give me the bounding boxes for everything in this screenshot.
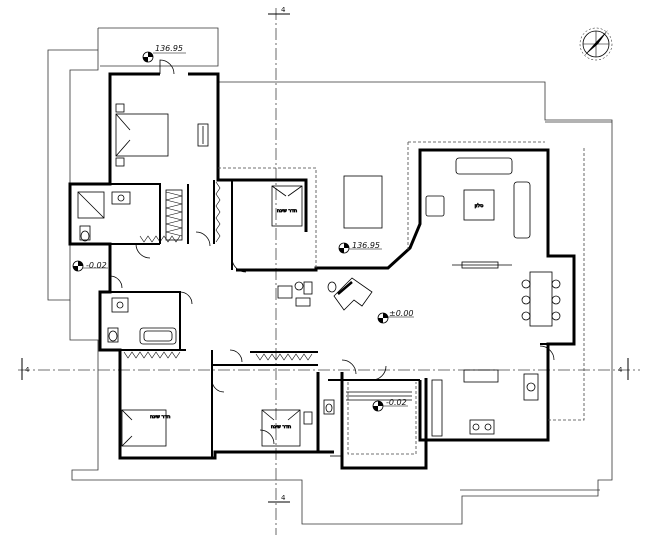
- living-room: סלון: [343, 157, 561, 437]
- axis-marker-right: 4: [618, 358, 629, 380]
- level-marker-main: ±0.00: [377, 309, 414, 324]
- bedroom-mid: חדר שינה: [271, 185, 303, 227]
- svg-text:4: 4: [281, 494, 286, 502]
- patio-slab: [343, 175, 383, 229]
- overhang-dashed: [218, 141, 585, 455]
- svg-text:-0.02: -0.02: [86, 261, 107, 270]
- svg-text:136.95: 136.95: [155, 44, 183, 53]
- roof-outline: [47, 27, 613, 525]
- door-swings: [109, 59, 555, 445]
- bedroom-sw: חדר שינה: [121, 351, 181, 447]
- svg-text:חדר שינה: חדר שינה: [271, 424, 291, 430]
- bed: [115, 113, 169, 157]
- svg-text:4: 4: [281, 6, 286, 14]
- armchair: [425, 195, 445, 217]
- svg-text:±0.00: ±0.00: [389, 309, 414, 318]
- svg-text:4: 4: [618, 366, 623, 374]
- bathroom-west: [107, 297, 177, 345]
- bathroom-nw: [77, 189, 183, 242]
- bedroom-s: חדר שינה: [255, 353, 313, 447]
- coffee-table: [463, 189, 495, 221]
- axis-marker-bottom: 4: [268, 494, 290, 503]
- level-marker-entrance: -0.02: [372, 398, 408, 412]
- piano: [333, 277, 373, 311]
- axis-marker-top: 4: [268, 6, 290, 15]
- dining-table: [529, 271, 553, 327]
- interior-walls: [110, 180, 574, 458]
- level-marker-top: 136.95: [142, 44, 186, 63]
- svg-text:-0.02: -0.02: [386, 398, 407, 407]
- bedroom-nw: [115, 103, 209, 167]
- north-arrow-icon: [579, 27, 613, 61]
- level-marker-mid: 136.95: [338, 241, 382, 254]
- svg-text:חדר שינה: חדר שינה: [277, 208, 297, 214]
- kitchen-island: [463, 369, 499, 383]
- sofa-right: [513, 181, 531, 239]
- bathtub: [139, 327, 177, 345]
- svg-text:חדר שינה: חדר שינה: [150, 414, 170, 420]
- svg-text:4: 4: [25, 366, 30, 374]
- exterior-walls: [68, 72, 576, 470]
- axis-marker-left: 4: [21, 358, 30, 380]
- svg-text:סלון: סלון: [475, 203, 484, 209]
- entrance-steps: [323, 391, 412, 457]
- study-desk: [277, 281, 337, 307]
- wardrobe: [197, 123, 209, 147]
- closet-zigzag: [139, 181, 221, 243]
- level-marker-left: -0.02: [72, 260, 108, 272]
- svg-text:136.95: 136.95: [352, 241, 380, 250]
- sofa-top: [455, 157, 513, 175]
